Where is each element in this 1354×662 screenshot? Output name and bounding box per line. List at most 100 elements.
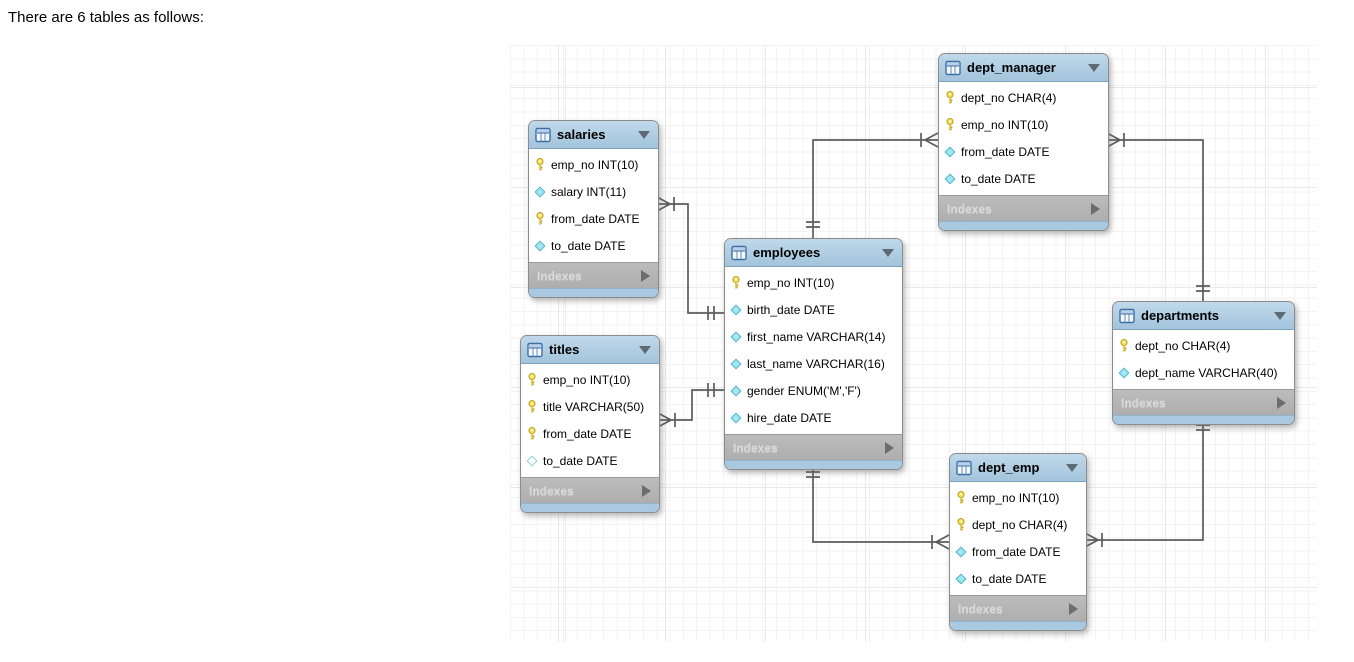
indexes-label: Indexes [958, 601, 1003, 616]
table-salaries[interactable]: salaries emp_no INT(10)salary INT(11)fro… [528, 120, 659, 298]
key-icon [534, 158, 546, 172]
column-label: from_date DATE [961, 144, 1050, 159]
collapse-arrow-icon[interactable] [639, 345, 651, 354]
column-label: title VARCHAR(50) [543, 399, 645, 414]
column-row: from_date DATE [950, 538, 1086, 565]
table-columns: emp_no INT(10)dept_no CHAR(4)from_date D… [950, 482, 1086, 595]
expand-arrow-icon[interactable] [1277, 396, 1286, 409]
column-row: last_name VARCHAR(16) [725, 350, 902, 377]
indexes-label: Indexes [529, 483, 574, 498]
column-label: emp_no INT(10) [961, 117, 1049, 132]
indexes-label: Indexes [947, 201, 992, 216]
key-icon [526, 427, 538, 441]
column-row: title VARCHAR(50) [521, 393, 659, 420]
table-bottom-bar [950, 621, 1086, 630]
column-row: emp_no INT(10) [529, 151, 658, 178]
indexes-footer[interactable]: Indexes [1113, 389, 1294, 415]
column-row: dept_no CHAR(4) [1113, 332, 1294, 359]
column-label: from_date DATE [972, 544, 1061, 559]
column-label: emp_no INT(10) [972, 490, 1060, 505]
table-title: titles [549, 342, 580, 357]
table-icon [1119, 308, 1135, 324]
intro-text: There are 6 tables as follows: [8, 9, 204, 26]
table-departments[interactable]: departments dept_no CHAR(4) dept_name VAR… [1112, 301, 1295, 425]
table-dept_manager[interactable]: dept_manager dept_no CHAR(4) emp_no INT(1… [938, 53, 1109, 231]
column-label: hire_date DATE [747, 410, 832, 425]
column-label: first_name VARCHAR(14) [747, 329, 886, 344]
diamond-icon [534, 239, 546, 253]
collapse-arrow-icon[interactable] [638, 130, 650, 139]
key-icon [1118, 339, 1130, 353]
table-header[interactable]: salaries [529, 121, 658, 149]
diamond-icon [1118, 366, 1130, 380]
diamond-icon [730, 330, 742, 344]
indexes-footer[interactable]: Indexes [725, 434, 902, 460]
diamond-icon [944, 172, 956, 186]
column-label: dept_no CHAR(4) [1135, 338, 1231, 353]
column-label: salary INT(11) [551, 184, 627, 199]
column-label: last_name VARCHAR(16) [747, 356, 885, 371]
diamond-icon [730, 384, 742, 398]
expand-arrow-icon[interactable] [641, 269, 650, 282]
table-title: dept_emp [978, 460, 1040, 475]
key-icon [944, 118, 956, 132]
indexes-footer[interactable]: Indexes [939, 195, 1108, 221]
column-row: emp_no INT(10) [521, 366, 659, 393]
diamond-icon [730, 303, 742, 317]
table-header[interactable]: employees [725, 239, 902, 267]
column-row: to_date DATE [939, 165, 1108, 192]
relationship-deptemp-departments [1084, 419, 1210, 548]
diamond-icon [730, 411, 742, 425]
table-icon [535, 127, 551, 143]
collapse-arrow-icon[interactable] [882, 248, 894, 257]
indexes-footer[interactable]: Indexes [521, 477, 659, 503]
column-label: emp_no INT(10) [551, 157, 639, 172]
column-label: gender ENUM('M','F') [747, 383, 861, 398]
diamond-icon [730, 357, 742, 371]
expand-arrow-icon[interactable] [642, 484, 651, 497]
table-columns: dept_no CHAR(4) emp_no INT(10) from_date D… [939, 82, 1108, 195]
expand-arrow-icon[interactable] [885, 441, 894, 454]
diamond-icon [534, 185, 546, 199]
collapse-arrow-icon[interactable] [1066, 463, 1078, 472]
column-row: from_date DATE [939, 138, 1108, 165]
column-label: to_date DATE [543, 453, 618, 468]
relationship-employees-deptemp [806, 466, 950, 550]
key-icon [944, 91, 956, 105]
column-row: gender ENUM('M','F') [725, 377, 902, 404]
expand-arrow-icon[interactable] [1091, 202, 1100, 215]
collapse-arrow-icon[interactable] [1274, 311, 1286, 320]
table-header[interactable]: dept_manager [939, 54, 1108, 82]
column-row: to_date DATE [950, 565, 1086, 592]
table-header[interactable]: dept_emp [950, 454, 1086, 482]
table-header[interactable]: titles [521, 336, 659, 364]
table-columns: dept_no CHAR(4) dept_name VARCHAR(40) [1113, 330, 1294, 389]
table-dept_emp[interactable]: dept_emp emp_no INT(10)dept_no CHAR(4)fr… [949, 453, 1087, 631]
column-row: hire_date DATE [725, 404, 902, 431]
table-columns: emp_no INT(10)title VARCHAR(50)from_date… [521, 364, 659, 477]
collapse-arrow-icon[interactable] [1088, 63, 1100, 72]
table-titles[interactable]: titles emp_no INT(10)title VARCHAR(50)fr… [520, 335, 660, 513]
table-bottom-bar [1113, 415, 1294, 424]
diamond-icon [944, 145, 956, 159]
column-label: emp_no INT(10) [543, 372, 631, 387]
table-icon [527, 342, 543, 358]
indexes-footer[interactable]: Indexes [529, 262, 658, 288]
table-header[interactable]: departments [1113, 302, 1294, 330]
indexes-footer[interactable]: Indexes [950, 595, 1086, 621]
table-icon [956, 460, 972, 476]
relationship-deptmanager-employees [806, 132, 939, 238]
table-icon [945, 60, 961, 76]
table-columns: emp_no INT(10)salary INT(11)from_date DA… [529, 149, 658, 262]
key-icon [526, 373, 538, 387]
column-row: first_name VARCHAR(14) [725, 323, 902, 350]
column-row: dept_name VARCHAR(40) [1113, 359, 1294, 386]
table-title: employees [753, 245, 821, 260]
column-label: dept_name VARCHAR(40) [1135, 365, 1278, 380]
column-row: dept_no CHAR(4) [939, 84, 1108, 111]
column-row: emp_no INT(10) [939, 111, 1108, 138]
table-title: dept_manager [967, 60, 1056, 75]
expand-arrow-icon[interactable] [1069, 602, 1078, 615]
